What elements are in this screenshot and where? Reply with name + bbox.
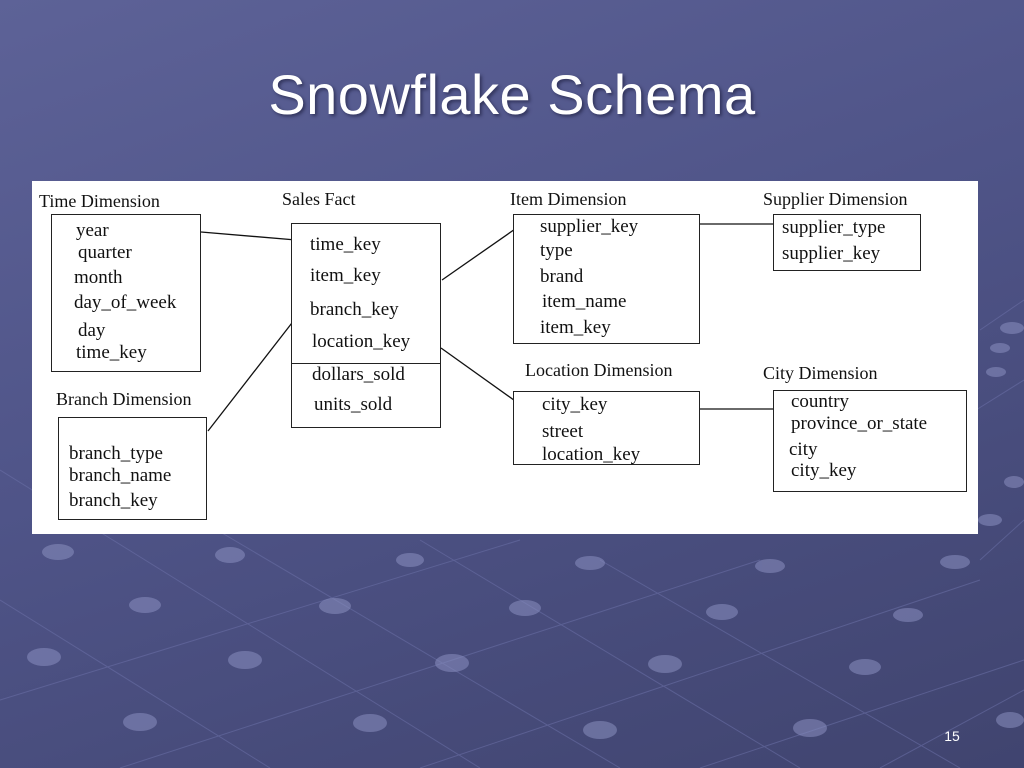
city-dimension-table: country province_or_state city city_key xyxy=(773,390,967,492)
city-attr-country: country xyxy=(791,391,850,412)
schema-diagram: Time Dimension year quarter month day_of… xyxy=(32,181,978,534)
connector-branch-sales xyxy=(207,318,296,432)
sales-attr-dollars-sold: dollars_sold xyxy=(312,364,405,385)
connector-sales-location xyxy=(440,347,519,404)
item-attr-brand: brand xyxy=(540,266,584,287)
sales-attr-branch-key: branch_key xyxy=(310,299,399,320)
slide-number: 15 xyxy=(944,728,960,744)
time-dimension-table: year quarter month day_of_week day time_… xyxy=(51,214,201,372)
item-attr-item-key: item_key xyxy=(540,317,611,338)
location-attr-location-key: location_key xyxy=(542,444,641,465)
sales-attr-location-key: location_key xyxy=(312,331,411,352)
connector-time-sales xyxy=(200,231,297,241)
location-attr-street: street xyxy=(542,421,584,442)
supplier-dimension-table: supplier_type supplier_key xyxy=(773,214,921,271)
branch-attr-branch-name: branch_name xyxy=(69,465,172,486)
time-attr-quarter: quarter xyxy=(78,242,132,263)
item-attr-type: type xyxy=(540,240,573,261)
supplier-dimension-title: Supplier Dimension xyxy=(763,189,908,209)
branch-dimension-table: branch_type branch_name branch_key xyxy=(58,417,207,520)
city-attr-province-or-state: province_or_state xyxy=(791,413,928,434)
sales-attr-time-key: time_key xyxy=(310,234,381,255)
sales-fact-title: Sales Fact xyxy=(282,189,356,209)
sales-fact-divider xyxy=(292,363,440,364)
item-attr-item-name: item_name xyxy=(542,291,627,312)
time-attr-year: year xyxy=(76,220,109,241)
location-dimension-table: city_key street location_key xyxy=(513,391,700,465)
item-attr-supplier-key: supplier_key xyxy=(540,216,639,237)
item-dimension-title: Item Dimension xyxy=(510,189,627,209)
time-attr-time-key: time_key xyxy=(76,342,147,363)
supplier-attr-supplier-type: supplier_type xyxy=(782,217,886,238)
connector-sales-item xyxy=(441,226,519,281)
time-attr-day: day xyxy=(78,320,106,341)
time-attr-day-of-week: day_of_week xyxy=(74,292,177,313)
location-attr-city-key: city_key xyxy=(542,394,608,415)
sales-attr-item-key: item_key xyxy=(310,265,381,286)
item-dimension-table: supplier_key type brand item_name item_k… xyxy=(513,214,700,344)
sales-attr-units-sold: units_sold xyxy=(314,394,393,415)
supplier-attr-supplier-key: supplier_key xyxy=(782,243,881,264)
sales-fact-table: time_key item_key branch_key location_ke… xyxy=(291,223,441,428)
time-dimension-title: Time Dimension xyxy=(39,191,160,211)
branch-attr-branch-type: branch_type xyxy=(69,443,163,464)
city-attr-city-key: city_key xyxy=(791,460,857,481)
city-dimension-title: City Dimension xyxy=(763,363,878,383)
branch-attr-branch-key: branch_key xyxy=(69,490,158,511)
time-attr-month: month xyxy=(74,267,123,288)
location-dimension-title: Location Dimension xyxy=(525,360,673,380)
branch-dimension-title: Branch Dimension xyxy=(56,389,192,409)
connector-lines xyxy=(200,223,773,432)
slide-title: Snowflake Schema xyxy=(268,63,756,126)
city-attr-city: city xyxy=(789,439,818,460)
